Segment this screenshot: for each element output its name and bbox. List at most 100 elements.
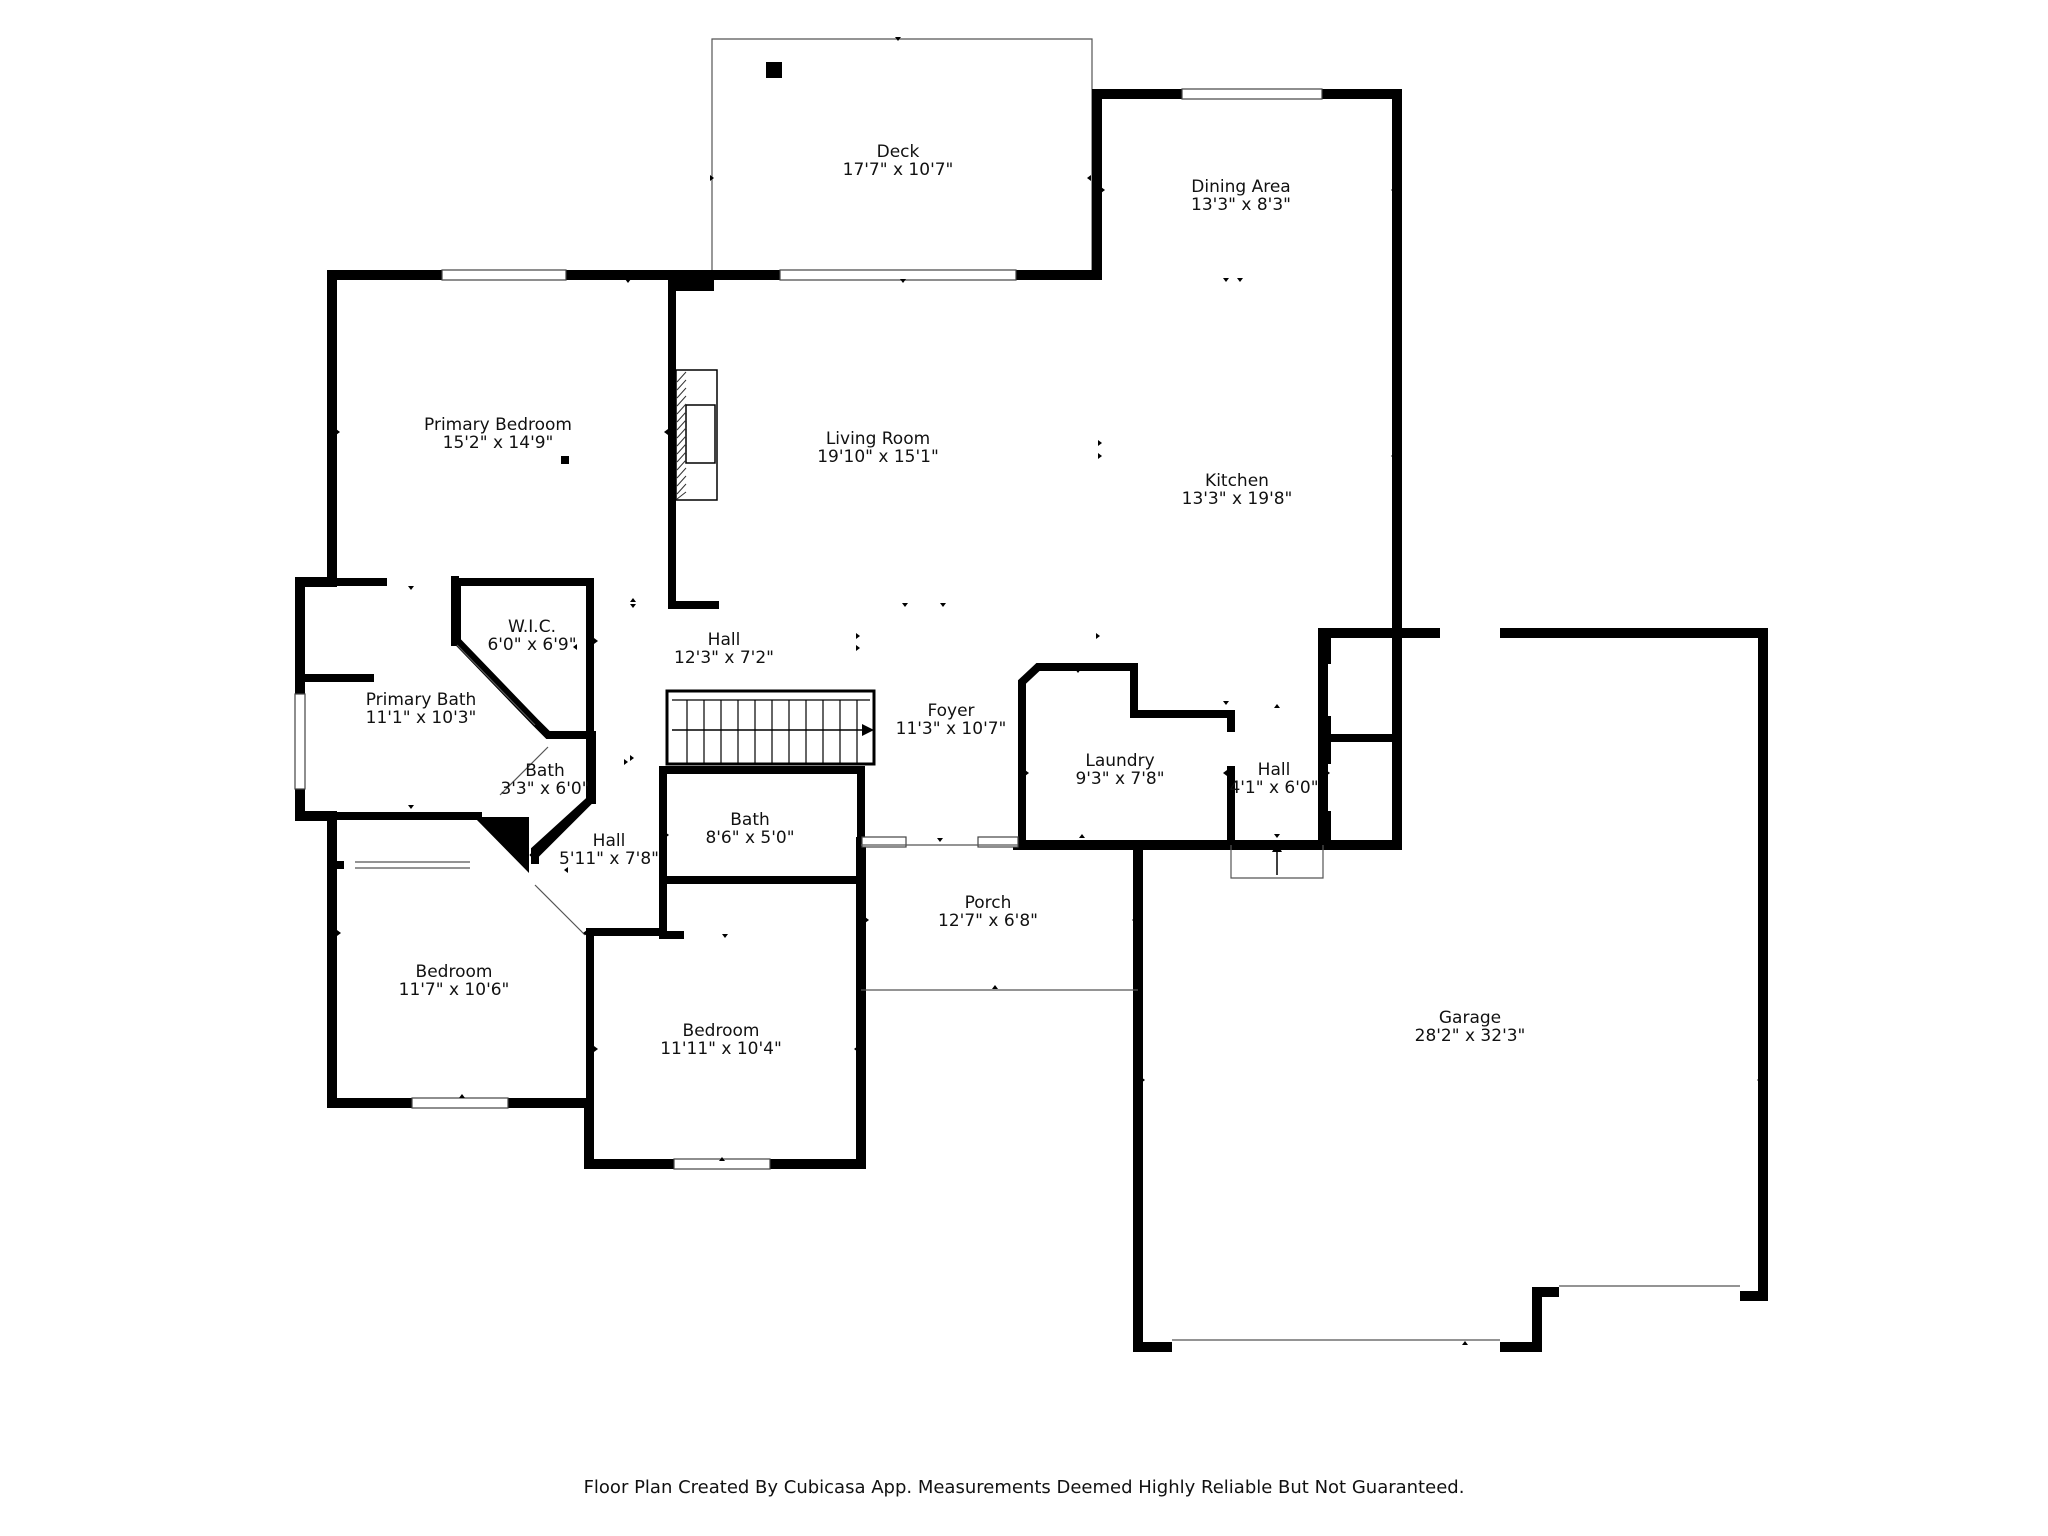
dimension-tick <box>757 768 763 772</box>
dimension-tick <box>1223 278 1229 282</box>
hatch-line <box>676 387 687 399</box>
room-name: Bedroom <box>416 962 493 982</box>
room-name: Garage <box>1439 1008 1501 1028</box>
dimension-tick <box>630 598 636 602</box>
dimension-tick <box>583 930 587 936</box>
room-dimensions: 13'3" x 19'8" <box>1182 489 1293 509</box>
dimension-tick <box>895 37 901 41</box>
dimension-tick <box>594 1046 598 1052</box>
room-dimensions: 12'7" x 6'8" <box>938 911 1038 931</box>
dimension-tick <box>336 429 340 435</box>
dimension-tick <box>1075 669 1081 673</box>
room-name: Laundry <box>1085 751 1154 771</box>
dimension-tick <box>564 867 568 873</box>
dimension-tick <box>1462 1341 1468 1345</box>
room-dimensions: 8'6" x 5'0" <box>705 828 794 848</box>
dimension-tick <box>630 755 634 761</box>
dimension-tick <box>1757 1077 1761 1083</box>
dimension-tick <box>1098 453 1102 459</box>
dimension-tick <box>992 985 998 989</box>
dimension-tick <box>459 1094 465 1098</box>
windows <box>294 88 1323 1170</box>
room-name: Living Room <box>826 429 930 449</box>
room-name: Hall <box>593 831 626 851</box>
dimension-tick <box>665 832 669 838</box>
bath-details <box>451 576 596 936</box>
room-name: Primary Bedroom <box>424 415 572 435</box>
room-dimensions: 11'7" x 10'6" <box>399 980 510 1000</box>
hatch-line <box>676 379 687 391</box>
dimension-tick <box>1087 175 1091 181</box>
dimension-tick <box>1025 770 1029 776</box>
hatch-line <box>676 491 687 500</box>
dimension-tick <box>722 934 728 938</box>
dimension-tick <box>865 917 869 923</box>
dimension-tick <box>625 279 631 283</box>
porch-outline <box>861 843 1324 991</box>
dimension-tick <box>630 604 636 608</box>
dimension-ticks <box>336 37 1761 1345</box>
hatch-line <box>676 395 687 407</box>
deck-post <box>766 62 782 78</box>
room-dimensions: 11'1" x 10'3" <box>366 708 477 728</box>
dimension-tick <box>940 603 946 607</box>
hatch-line <box>676 451 687 463</box>
dimension-tick <box>408 586 414 590</box>
room-name: Kitchen <box>1205 471 1269 491</box>
dimension-tick <box>902 603 908 607</box>
dimension-tick <box>1223 770 1227 776</box>
hatch-line <box>676 435 687 447</box>
dimension-tick <box>1237 278 1243 282</box>
room-name: Hall <box>1258 760 1291 780</box>
dimension-tick <box>710 175 714 181</box>
hatch-line <box>676 427 687 439</box>
dimension-tick <box>1098 440 1102 446</box>
dimension-tick <box>1141 1077 1145 1083</box>
dimension-tick <box>1132 917 1136 923</box>
footer-disclaimer: Floor Plan Created By Cubicasa App. Meas… <box>583 1477 1465 1498</box>
room-dimensions: 15'2" x 14'9" <box>443 433 554 453</box>
dimension-tick <box>1326 770 1330 776</box>
room-dimensions: 5'11" x 7'8" <box>559 849 659 869</box>
dimension-tick <box>337 930 341 936</box>
dimension-tick <box>1274 834 1280 838</box>
dimension-tick <box>758 876 764 880</box>
dimension-tick <box>664 429 668 435</box>
hatch-line <box>676 467 687 479</box>
room-dimensions: 11'3" x 10'7" <box>896 719 1007 739</box>
room-name: Porch <box>965 893 1012 913</box>
dimension-tick <box>1228 717 1232 723</box>
openings <box>355 626 1740 1354</box>
dimension-tick <box>624 759 628 765</box>
room-dimensions: 4'1" x 6'0" <box>1229 778 1318 798</box>
room-name: Foyer <box>927 701 974 721</box>
dimension-tick <box>857 832 861 838</box>
dimension-tick <box>1391 453 1395 459</box>
room-dimensions: 13'3" x 8'3" <box>1191 195 1291 215</box>
room-dimensions: 6'0" x 6'9" <box>487 635 576 655</box>
room-dimensions: 9'3" x 7'8" <box>1075 769 1164 789</box>
dimension-tick <box>937 838 943 842</box>
hatch-line <box>676 411 687 423</box>
room-name: Deck <box>877 142 920 162</box>
dimension-tick <box>856 633 860 639</box>
dimension-tick <box>1274 704 1280 708</box>
dimension-tick <box>900 279 906 283</box>
dimension-tick <box>1079 834 1085 838</box>
room-name: Bedroom <box>683 1021 760 1041</box>
room-name: Bath <box>525 761 565 781</box>
exterior-walls <box>295 89 1768 1352</box>
dimension-tick <box>1391 187 1395 193</box>
room-name: Dining Area <box>1191 177 1290 197</box>
dimension-tick <box>408 805 414 809</box>
hatch-line <box>676 403 687 415</box>
stairs <box>665 689 876 766</box>
room-dimensions: 28'2" x 32'3" <box>1415 1026 1526 1046</box>
hatch-line <box>676 483 687 495</box>
room-dimensions: 19'10" x 15'1" <box>817 447 939 467</box>
room-dimensions: 17'7" x 10'7" <box>843 160 954 180</box>
hatch-line <box>676 419 687 431</box>
hatch-line <box>676 459 687 471</box>
room-name: W.I.C. <box>508 617 556 637</box>
